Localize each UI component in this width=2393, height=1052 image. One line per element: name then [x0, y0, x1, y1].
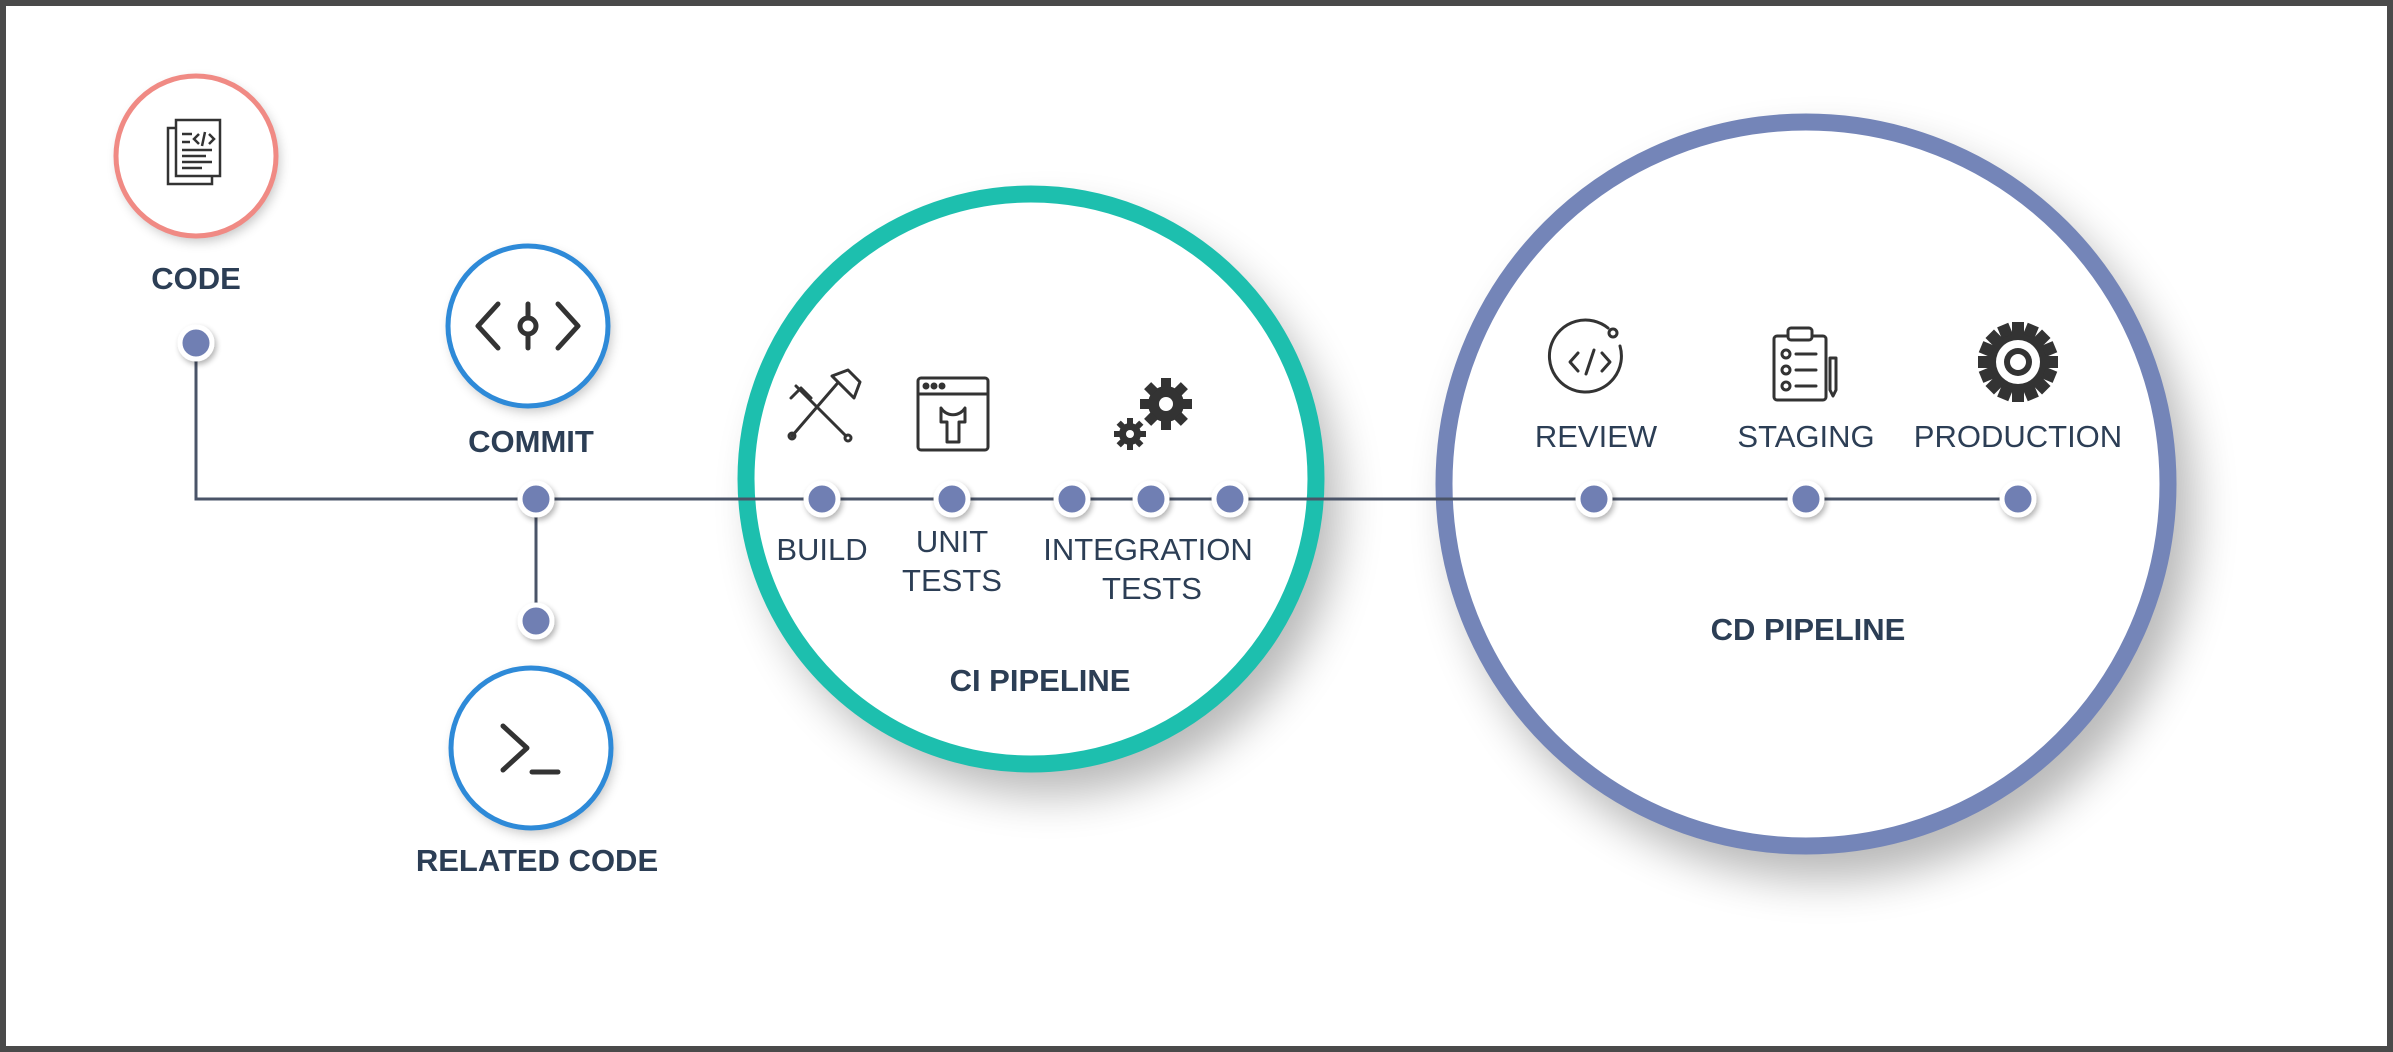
browser-wrench-icon — [916, 376, 990, 452]
ci-pipeline-title: CI PIPELINE — [950, 663, 1131, 698]
hammer-wrench-icon — [787, 368, 862, 443]
pipeline-node-dots — [177, 324, 2037, 640]
build-node-dot — [803, 480, 841, 518]
staging-node-dot — [1787, 480, 1825, 518]
code-label: CODE — [151, 261, 241, 296]
commit-label: COMMIT — [468, 424, 594, 459]
code-document-icon — [166, 118, 222, 186]
code-node — [113, 73, 279, 239]
ci-pipeline-circle — [737, 185, 1325, 773]
unit-tests-node-dot — [933, 480, 971, 518]
integration-tests-node-dot-1 — [1053, 480, 1091, 518]
related-code-label: RELATED CODE — [416, 843, 658, 878]
ci-cd-pipeline-diagram: CODE COMMIT RELATED CODE BUILD UNIT TEST… — [113, 73, 2177, 878]
integration-tests-label-line2: TESTS — [1102, 571, 1202, 606]
commit-icon — [475, 301, 581, 351]
unit-tests-label-line2: TESTS — [902, 563, 1002, 598]
code-review-icon — [1547, 318, 1623, 394]
commit-node — [445, 243, 611, 409]
production-node-dot — [1999, 480, 2037, 518]
commit-node-dot — [517, 480, 555, 518]
unit-tests-label-line1: UNIT — [916, 524, 988, 559]
build-label: BUILD — [776, 532, 867, 567]
terminal-prompt-icon — [500, 723, 561, 775]
related-code-node — [448, 665, 614, 831]
pipeline-connector-lines — [194, 343, 2021, 621]
integration-tests-node-dot-3 — [1211, 480, 1249, 518]
review-node-dot — [1575, 480, 1613, 518]
staging-label: STAGING — [1737, 419, 1874, 454]
gear-icon — [1978, 322, 2058, 402]
integration-tests-label-line1: INTEGRATION — [1043, 532, 1253, 567]
review-label: REVIEW — [1535, 419, 1658, 454]
integration-tests-node-dot-2 — [1132, 480, 1170, 518]
clipboard-checklist-icon — [1772, 326, 1838, 402]
related-code-node-dot — [517, 602, 555, 640]
code-node-dot — [177, 324, 215, 362]
production-label: PRODUCTION — [1914, 419, 2122, 454]
cd-pipeline-title: CD PIPELINE — [1711, 612, 1906, 647]
